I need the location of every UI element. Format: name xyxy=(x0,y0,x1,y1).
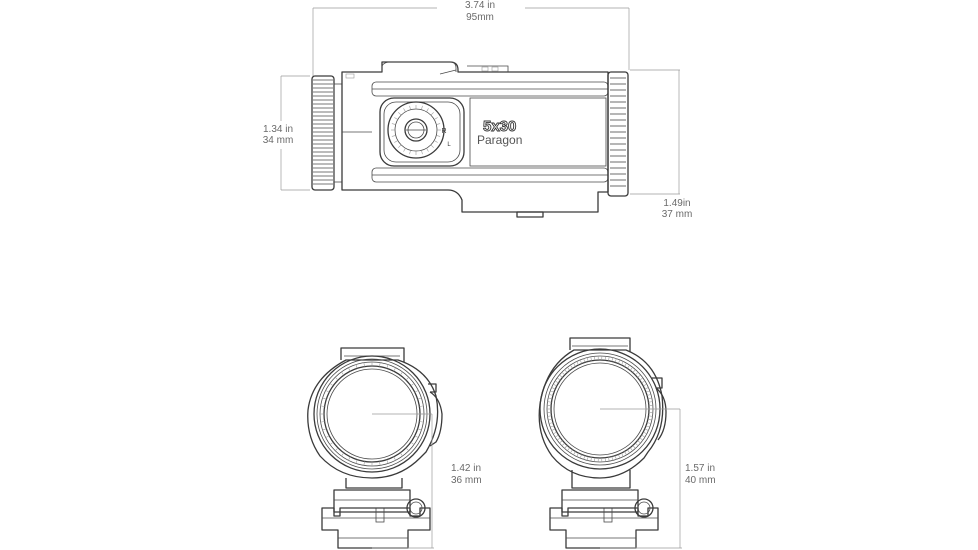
body-height-metric-label: 37 mm xyxy=(662,209,693,220)
eyepiece-ring-knurling xyxy=(610,77,626,187)
eyepiece-ring xyxy=(607,71,629,197)
rear-height-metric-label: 40 mm xyxy=(685,475,716,486)
turret-click-marks xyxy=(391,105,441,155)
product-name-label: Paragon xyxy=(477,133,522,147)
objective-ring xyxy=(311,75,343,191)
objective-height-dimension-line xyxy=(280,75,310,191)
length-dimension-line xyxy=(312,7,630,76)
front-view: 1.42 in 36 mm xyxy=(307,347,482,549)
front-height-metric-label: 36 mm xyxy=(451,475,482,486)
rear-height-imperial-label: 1.57 in xyxy=(685,463,715,474)
objective-height-imperial-label: 1.34 in xyxy=(263,124,293,135)
front-lens-ring-ticks xyxy=(320,362,424,466)
rear-view: 1.57 in 40 mm xyxy=(538,337,716,549)
turret-mark-l: L xyxy=(447,142,451,148)
scope-body xyxy=(341,61,609,218)
objective-height-metric-label: 34 mm xyxy=(263,135,294,146)
objective-ring-knurling xyxy=(313,79,333,185)
rear-lens-ring-ticks xyxy=(547,356,653,462)
length-metric-label: 95mm xyxy=(466,12,494,23)
side-view: 3.74 in 95mm 1.34 in 34 mm 1.49in 37 mm xyxy=(263,0,693,220)
front-height-imperial-label: 1.42 in xyxy=(451,463,481,474)
front-mount xyxy=(321,478,431,549)
turret-mark-r: R xyxy=(441,128,446,135)
front-height-dimension-line xyxy=(372,413,434,549)
rear-height-dimension-line xyxy=(600,408,682,549)
windage-turret xyxy=(387,101,445,159)
body-height-imperial-label: 1.49in xyxy=(663,198,690,209)
body-height-dimension-line xyxy=(630,69,680,195)
magnification-label: 5x30 xyxy=(483,118,516,135)
rear-mount xyxy=(549,470,659,549)
length-imperial-label: 3.74 in xyxy=(465,0,495,11)
